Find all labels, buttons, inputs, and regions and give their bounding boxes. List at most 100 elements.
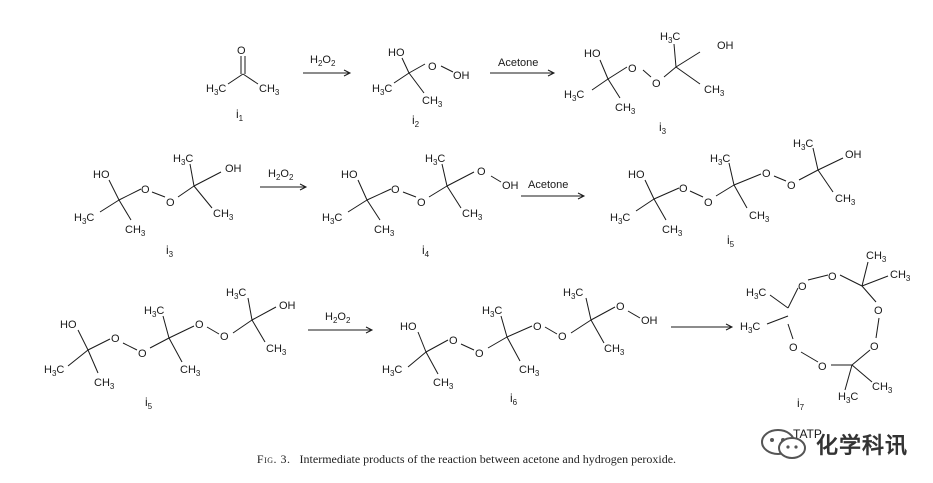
- group-h3c: H3C: [226, 287, 246, 301]
- atom-o: O: [449, 335, 458, 347]
- group-oh: OH: [641, 315, 658, 327]
- group-ho: HO: [400, 321, 417, 333]
- group-oh: OH: [717, 40, 734, 52]
- group-h3c: H3C: [425, 153, 445, 167]
- atom-o: O: [704, 197, 713, 209]
- group-oh: OH: [845, 149, 862, 161]
- group-ch3: CH3: [259, 83, 280, 97]
- group-ch3: CH3: [749, 210, 770, 224]
- atom-o: O: [798, 281, 807, 293]
- group-oh: OH: [502, 180, 519, 192]
- label-i5-bottom: i5: [145, 395, 153, 411]
- label-i6: i6: [510, 391, 518, 407]
- atom-o: O: [417, 197, 426, 209]
- molecule-i1: [227, 56, 259, 85]
- label-i3-top: i3: [659, 120, 667, 136]
- group-ch3: CH3: [462, 208, 483, 222]
- group-ch3: CH3: [266, 343, 287, 357]
- group-h3c: H3C: [482, 305, 502, 319]
- reagent-h2o2-3: H2O2: [325, 311, 351, 325]
- atom-o: O: [237, 45, 246, 57]
- group-h3c: H3C: [564, 89, 584, 103]
- atom-o: O: [166, 197, 175, 209]
- group-ch3: CH3: [213, 208, 234, 222]
- group-ho: HO: [388, 47, 405, 59]
- group-h3c: H3C: [793, 138, 813, 152]
- group-oh: OH: [225, 163, 242, 175]
- atom-o: O: [195, 319, 204, 331]
- group-h3c: H3C: [710, 153, 730, 167]
- label-i4: i4: [422, 243, 430, 259]
- group-h3c: H3C: [144, 305, 164, 319]
- atom-o: O: [762, 168, 771, 180]
- molecule-i4: [347, 163, 502, 221]
- group-h3c: H3C: [660, 31, 680, 45]
- group-oh: OH: [279, 300, 296, 312]
- group-ch3: CH3: [374, 224, 395, 238]
- figure-caption: Fig. 3. Intermediate products of the rea…: [0, 452, 933, 467]
- atom-o: O: [628, 63, 637, 75]
- group-ch3: CH3: [180, 364, 201, 378]
- group-h3c: H3C: [382, 364, 402, 378]
- arrow-6: [671, 323, 734, 331]
- atom-o: O: [220, 331, 229, 343]
- arrow-5: [308, 326, 374, 334]
- label-i3-mid: i3: [166, 243, 174, 259]
- group-h3c: H3C: [44, 364, 64, 378]
- group-oh: OH: [453, 70, 470, 82]
- group-h3c: H3C: [74, 212, 94, 226]
- group-ch3: CH3: [835, 193, 856, 207]
- group-ho: HO: [341, 169, 358, 181]
- reagent-acetone-2: Acetone: [528, 179, 568, 191]
- atom-o: O: [477, 166, 486, 178]
- atom-o: O: [475, 348, 484, 360]
- molecule-i7-tatp: [766, 261, 889, 391]
- group-h3c: H3C: [746, 287, 766, 301]
- atom-o: O: [787, 180, 796, 192]
- group-ch3: CH3: [890, 269, 911, 283]
- molecule-i6: [407, 297, 641, 375]
- reagent-h2o2-1: H2O2: [310, 54, 336, 68]
- molecule-i2: [393, 57, 454, 94]
- label-i7: i7: [797, 396, 805, 412]
- molecule-i3-top: [591, 43, 701, 99]
- group-ho: HO: [628, 169, 645, 181]
- atom-o: O: [616, 301, 625, 313]
- atom-o: O: [111, 333, 120, 345]
- arrow-4: [521, 192, 586, 200]
- figure-label: Fig. 3.: [256, 452, 291, 466]
- wechat-icon: [761, 429, 806, 459]
- reagent-h2o2-2: H2O2: [268, 168, 294, 182]
- label-tatp: TATP: [793, 427, 822, 441]
- group-ch3: CH3: [872, 381, 893, 395]
- group-h3c: H3C: [838, 391, 858, 405]
- atom-o: O: [828, 271, 837, 283]
- arrow-3: [260, 183, 308, 191]
- molecule-i3-mid: [99, 163, 222, 221]
- watermark-text: 化学科讯: [816, 434, 909, 459]
- group-ch3: CH3: [422, 95, 443, 109]
- group-ho: HO: [60, 319, 77, 331]
- group-ch3: CH3: [662, 224, 683, 238]
- atom-o: O: [558, 331, 567, 343]
- group-ch3: CH3: [94, 377, 115, 391]
- group-h3c: H3C: [563, 287, 583, 301]
- group-ch3: CH3: [704, 84, 725, 98]
- group-h3c: H3C: [740, 321, 760, 335]
- group-ch3: CH3: [604, 343, 625, 357]
- label-i1: i1: [236, 107, 244, 123]
- group-h3c: H3C: [610, 212, 630, 226]
- atom-o: O: [789, 342, 798, 354]
- label-i5-mid: i5: [727, 233, 735, 249]
- group-h3c: H3C: [372, 83, 392, 97]
- atom-o: O: [679, 183, 688, 195]
- group-ch3: CH3: [615, 102, 636, 116]
- group-h3c: H3C: [173, 153, 193, 167]
- atom-o: O: [141, 184, 150, 196]
- arrow-1: [303, 69, 352, 77]
- group-h3c: H3C: [206, 83, 226, 97]
- group-ho: HO: [93, 169, 110, 181]
- atom-o: O: [391, 184, 400, 196]
- caption-text: Intermediate products of the reaction be…: [299, 452, 677, 466]
